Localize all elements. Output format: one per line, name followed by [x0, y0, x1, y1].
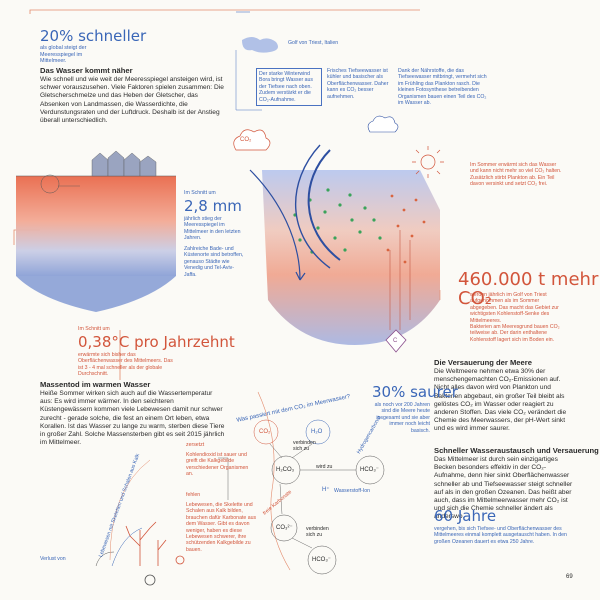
carbon-label: C — [393, 338, 398, 344]
section-body-water-approaching: Wie schnell und wie weit der Meeresspieg… — [40, 76, 224, 125]
co2-cloud-label: CO₂ — [240, 137, 252, 143]
sun-icon — [412, 146, 444, 178]
chem-decomposes-note: Kohlendioxid ist sauer und greift die Ka… — [186, 452, 249, 478]
stat-sea-level-faster-note: als global steigt der Meeresspiegel im M… — [40, 45, 87, 65]
page-number: 69 — [566, 574, 573, 580]
stat-mm-per-year: 2,8 mm — [184, 197, 242, 215]
carbon-diamond-icon — [385, 329, 407, 353]
section-body-acidification: Die Weltmeere nehmen etwa 30% der mensch… — [434, 368, 567, 433]
plankton-dots — [293, 188, 382, 254]
section-title-acidification: Die Versauerung der Meere — [434, 358, 532, 367]
stat-temp-note: erwärmte sich bisher das Oberflächenwass… — [78, 352, 173, 378]
section-title-mass-death: Massentod im warmen Wasser — [40, 380, 151, 389]
stat-co2-tonnes: 460.000 t mehr CO₂ — [458, 269, 599, 309]
chem-h-plus: H⁺ — [322, 487, 330, 493]
chem-hco3-2: HCO₃⁻ — [312, 557, 331, 563]
cloud-icon — [367, 115, 399, 133]
corals-illustration — [95, 459, 185, 586]
stat-temp-pre: Im Schnitt um — [78, 326, 110, 332]
stat-mm-note-cities: Zahlreiche Bade- und Küstenorte sind bet… — [184, 246, 244, 278]
dead-plankton-dots — [386, 194, 426, 264]
stat-sea-level-faster: 20% schneller — [40, 27, 147, 45]
left-sea-illustration — [16, 150, 176, 312]
info-box-bacteria: Bakterien am Meeresgrund bauen CO₂ teilw… — [470, 324, 560, 343]
chem-hco3: HCO₃⁻ — [360, 467, 379, 473]
chem-decomposes: zersetzt — [186, 442, 205, 448]
stat-years: 60 Jahre — [434, 507, 497, 525]
section-title-exchange: Schneller Wasseraustausch und Versauerun… — [434, 446, 599, 455]
stat-acidity: 30% saurer — [372, 383, 458, 401]
stat-mm-pre: Im Schnitt um — [184, 190, 216, 196]
chemistry-diagram — [218, 391, 385, 575]
co2-cloud-icon — [233, 129, 271, 151]
info-box-deep-water: Frisches Tiefseewasser ist kühler und ba… — [327, 68, 389, 100]
stat-co2-note: werden jährlich im Golf von Triest aufge… — [470, 292, 559, 324]
label-gulf-of-trieste: Golf von Triest, Italien — [288, 40, 339, 46]
section-body-mass-death: Heiße Sommer wirken sich auch auf die Wa… — [40, 390, 225, 447]
chem-co3: CO₃²⁻ — [276, 525, 293, 531]
chem-missing: fehlen — [186, 492, 201, 498]
chem-co2: CO₂ — [259, 429, 271, 435]
chem-combine-2: verbinden sich zu — [306, 526, 329, 539]
mediterranean-map-icon — [242, 37, 278, 53]
info-box-plankton: Dank der Nährstoffe, die das Tiefseewass… — [398, 68, 487, 107]
section-title-water-approaching: Das Wasser kommt näher — [40, 66, 133, 75]
section-body-exchange: Das Mittelmeer ist durch sein einzigarti… — [434, 456, 573, 521]
chem-h2co3: H₂CO₃ — [276, 467, 295, 473]
stat-acidity-note: als noch vor 200 Jahren sind die Meere h… — [374, 402, 430, 434]
stat-years-note: vergehen, bis sich Tiefsee- und Oberfläc… — [434, 526, 567, 545]
stat-mm-note: jährlich stieg der Meeresspiegel im Mitt… — [184, 216, 241, 242]
chem-missing-note: Lebewesen, die Skelette und Schalen aus … — [186, 502, 257, 553]
houses-icon — [91, 150, 157, 177]
stat-temp-per-decade: 0,38°C pro Jahrzehnt — [78, 333, 235, 351]
info-box-bora-wind: Der starke Winterwind Bora bringt Wasser… — [256, 68, 322, 107]
info-box-summer: Im Sommer erwärmt sich das Wasser und ka… — [470, 162, 562, 188]
central-sea-illustration — [233, 37, 444, 353]
frame-line-top — [29, 9, 420, 14]
chem-combine-1: verbinden sich zu — [293, 440, 316, 453]
chem-hydrogen-ion: Wasserstoff-Ion — [334, 488, 371, 494]
chem-h2o: H₂O — [311, 429, 323, 435]
chem-becomes: wird zu — [316, 464, 333, 470]
label-loss-of: Verlust von — [40, 556, 66, 562]
